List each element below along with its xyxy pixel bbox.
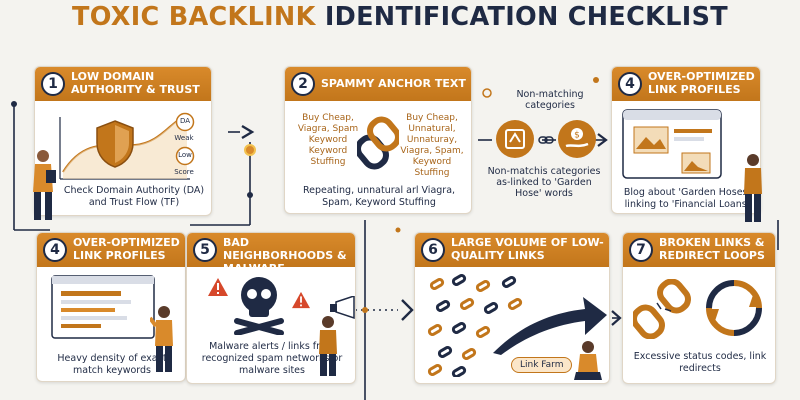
gauge-weak-label: Weak	[174, 134, 194, 142]
anchor-text-right: Buy Cheap, Unnatural, Unnaturay, Viagra,…	[400, 113, 464, 178]
many-chain-links-icon	[427, 274, 523, 377]
redirect-loop-icon	[706, 280, 762, 336]
step-number: 6	[421, 238, 445, 262]
gauge-low-label: Low	[178, 151, 192, 159]
card-title: SPAMMY ANCHOR TEXT	[321, 77, 466, 90]
step-number: 7	[629, 238, 653, 262]
card-over-optimized-link-profiles-top: 4 OVER-OPTIMIZED LINK PROFILES Blog abou…	[611, 66, 761, 214]
browser-window-icon	[622, 109, 722, 179]
broken-chain-icon	[633, 279, 691, 339]
person-pointing-icon	[150, 306, 173, 372]
title-part-1: TOXIC BACKLINK	[72, 2, 316, 32]
money-hand-icon: $	[558, 120, 596, 158]
card-title: LARGE VOLUME OF LOW-QUALITY LINKS	[451, 236, 604, 262]
gauge-da-label: DA	[179, 117, 191, 125]
category-icon	[496, 120, 534, 158]
card-header	[415, 233, 609, 267]
person-with-tablet-icon	[33, 150, 56, 220]
step-number: 4	[618, 72, 642, 96]
gauge-icon-da	[175, 112, 195, 132]
card-caption: Repeating, unnatural arl Viagra, Spam, K…	[302, 185, 456, 208]
non-matching-categories-label: Non-matching categories	[516, 89, 584, 111]
card-caption: Check Domain Authority (DA) and Trust Fl…	[63, 185, 205, 208]
anchor-text-left: Buy Cheap, Viagra, Spam Keyword Keyword …	[297, 113, 359, 167]
warning-icon-right	[292, 291, 310, 309]
svg-text:$: $	[574, 131, 580, 141]
small-link-icon	[538, 136, 554, 144]
gauge-score-label: Score	[174, 168, 194, 176]
step-number: 4	[43, 238, 67, 262]
link-farm-badge: Link Farm	[511, 357, 573, 373]
gauge-icon-low	[175, 146, 195, 166]
step-number: 2	[291, 72, 315, 96]
card-caption: Excessive status codes, link redirects	[633, 351, 767, 374]
card-title: BAD NEIGHBORHOODS & MALWARE	[223, 236, 347, 275]
card-header	[285, 67, 471, 101]
card-broken-links: 7 BROKEN LINKS & REDIRECT LOOPS Excessiv…	[622, 232, 776, 384]
person-sitting-icon	[574, 341, 602, 380]
card-caption: Blog about 'Garden Hoses' linking to 'Fi…	[623, 187, 751, 210]
person-standing-icon	[744, 154, 762, 222]
step-number: 1	[41, 72, 65, 96]
card-title: BROKEN LINKS & REDIRECT LOOPS	[659, 236, 765, 262]
webpage-mockup-icon	[51, 275, 155, 339]
title-part-2: IDENTIFICATION CHECKLIST	[324, 2, 728, 32]
step-number: 5	[193, 238, 217, 262]
skull-crossbones-icon	[234, 277, 284, 335]
shield-icon	[96, 120, 134, 168]
card-title: OVER-OPTIMIZED LINK PROFILES	[73, 236, 180, 262]
chain-link-icon	[357, 116, 399, 170]
card-bad-neighborhoods: 5 BAD NEIGHBORHOODS & MALWARE Malware al…	[186, 232, 356, 384]
warning-icon-left	[208, 278, 228, 296]
non-matching-caption: Non-matchis categories as-linked to 'Gar…	[487, 166, 601, 199]
card-title: LOW DOMAIN AUTHORITY & TRUST	[71, 70, 200, 96]
megaphone-person-icon	[319, 296, 355, 376]
card-caption: Heavy density of exact match keywords	[57, 353, 167, 376]
card-spammy-anchor-text: 2 SPAMMY ANCHOR TEXT Buy Cheap, Viagra, …	[284, 66, 472, 214]
card-caption: Malware alerts / links from recognized s…	[201, 341, 343, 376]
card-low-domain-authority: 1 LOW DOMAIN AUTHORITY & TRUST DA Weak L…	[34, 66, 212, 216]
page-title: TOXIC BACKLINK IDENTIFICATION CHECKLIST	[0, 2, 800, 32]
card-large-volume-low-quality: 6 LARGE VOLUME OF LOW-QUALITY LINKS Link…	[414, 232, 610, 384]
card-title: OVER-OPTIMIZED LINK PROFILES	[648, 70, 755, 96]
big-arrow-icon	[493, 297, 607, 355]
